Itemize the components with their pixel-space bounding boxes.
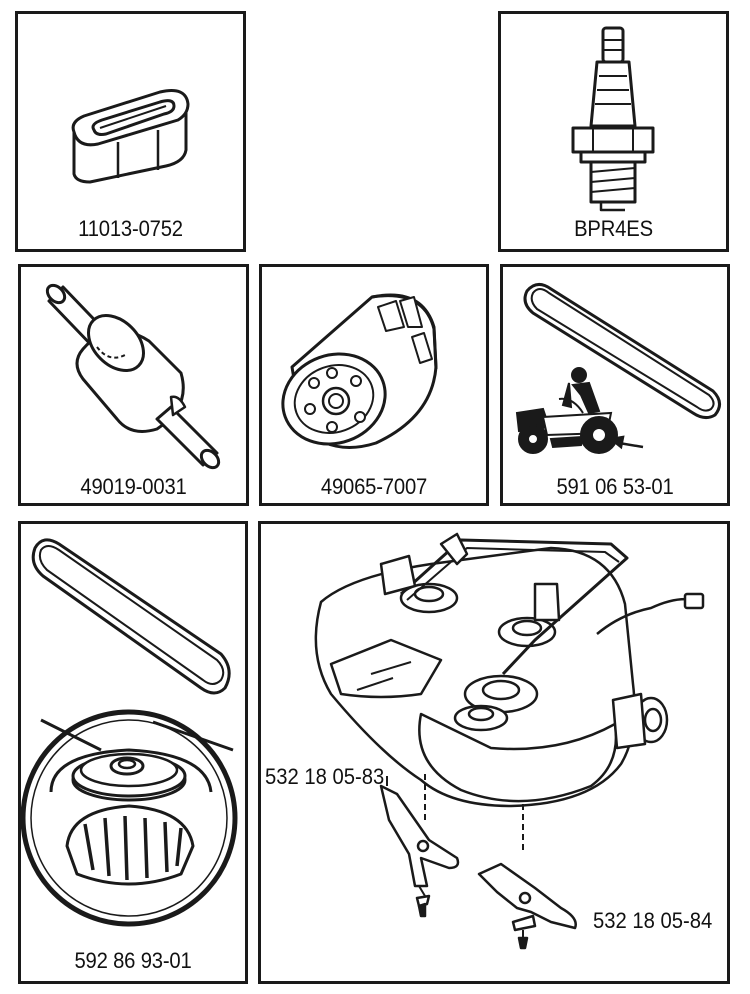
- part-number-air-filter: 11013-0752: [78, 216, 183, 241]
- part-panel-air-filter: 11013-0752: [15, 11, 246, 252]
- part-panel-fuel-filter: 49019-0031: [18, 264, 249, 506]
- part-number-deck-belt-pulley: 592 86 93-01: [74, 948, 192, 973]
- part-panel-mower-deck: 532 18 05-83 532 18 05-84: [258, 521, 730, 984]
- fuel-filter-icon: [45, 283, 221, 470]
- part-panel-oil-filter: 49065-7007: [259, 264, 489, 506]
- part-number-spark-plug: BPR4ES: [574, 216, 653, 241]
- spark-plug-icon: [571, 26, 655, 212]
- drive-belt-tractor-icon: [515, 283, 721, 454]
- part-number-drive-belt: 591 06 53-01: [556, 474, 674, 499]
- belt-pulley-icon: [21, 538, 238, 927]
- blade-left-part-number: 532 18 05-83: [265, 764, 385, 789]
- part-number-fuel-filter: 49019-0031: [80, 474, 187, 499]
- part-panel-spark-plug: BPR4ES: [498, 11, 729, 252]
- part-number-oil-filter: 49065-7007: [320, 474, 428, 499]
- part-panel-drive-belt: 591 06 53-01: [500, 264, 730, 506]
- oil-filter-icon: [281, 293, 438, 449]
- air-filter-icon: [71, 89, 190, 184]
- blade-right-part-number: 532 18 05-84: [593, 908, 713, 933]
- part-panel-deck-belt-pulley: 592 86 93-01: [18, 521, 248, 984]
- mower-deck-icon: [314, 532, 705, 950]
